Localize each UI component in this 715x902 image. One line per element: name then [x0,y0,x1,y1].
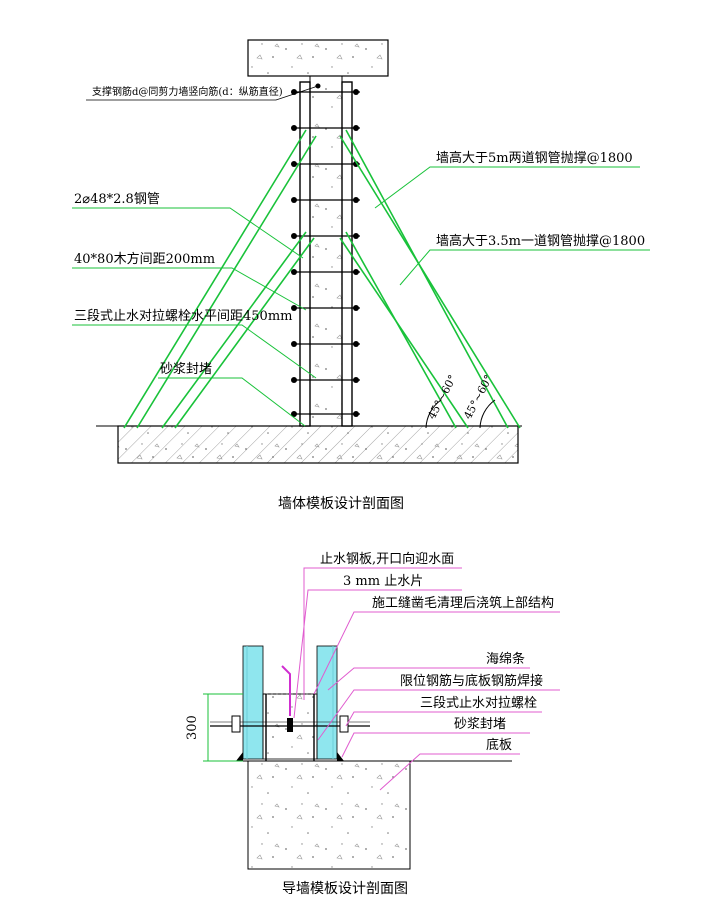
tie-nut-left [291,161,297,167]
base-slab [247,760,411,870]
label-pipe-35m: 墙高大于3.5m一道钢管抛撑@1800 [436,233,645,249]
figure2-caption: 导墙模板设计剖面图 [282,881,408,897]
left-pipe-long-b [136,135,317,429]
tie-nut-right [353,305,359,311]
guide-wall-formwork-section: 300 止水钢板,开口向迎水面 3 mm 止水片 施工缝凿毛清理后浇筑上部结构 … [185,551,560,897]
mortar-plug-left [236,752,243,761]
tie-nut-right [353,233,359,239]
label-leaders [72,166,650,427]
leader-rebar [86,85,319,101]
tie-nut-right [353,269,359,275]
top-slab [247,39,389,77]
leader-steel-pipe [72,207,304,259]
leader-pipe-5m [374,166,640,209]
leader-bolt [72,324,317,379]
left-formwork-panel [242,645,264,760]
tie-nut-right [353,377,359,383]
wall-formwork-section: 45°~60° 45°~60° 支撑钢筋d@同剪力墙竖向筋(d：纵筋直径) 墙高… [72,39,650,512]
tie-nut-left [291,377,297,383]
label-mortar: 砂浆封堵 [160,362,212,377]
tie-nut-right [353,411,359,417]
right-pipe-short-a [345,231,457,429]
bolt-nut-right [339,715,349,733]
right-pipe-long-b [339,135,521,429]
tie-nut-left [291,411,297,417]
tie-nut-right [353,341,359,347]
mortar-plug-right [337,752,344,761]
dimension-300 [203,693,243,762]
tie-nut-left [291,197,297,203]
right-pipe-short-b [339,237,469,429]
left-pipe-long-a [123,129,307,429]
label-limit-rebar: 限位钢筋与底板钢筋焊接 [400,673,543,689]
tie-nut-left [291,269,297,275]
left-pipe-short-a [161,231,307,429]
angle-label-1: 45°~60° [425,373,459,422]
tie-nut-left [291,125,297,131]
label-timber: 40*80木方间距200mm [74,251,215,267]
label-guide-mortar: 砂浆封堵 [454,717,506,732]
tie-nut-left [291,341,297,347]
leader-pipe-35m [399,249,650,286]
label-sponge: 海绵条 [486,651,525,667]
leader-rebar-dot [315,83,321,89]
leader-mortar [158,377,306,427]
label-waterstop-plate: 止水钢板,开口向迎水面 [320,551,454,567]
guide-label-leaders [293,567,560,791]
tie-nut-left [291,233,297,239]
label-bolt: 三段式止水对拉螺栓水平间距450mm [74,309,292,324]
label-waterstop-piece: 3 mm 止水片 [343,574,423,589]
support-pipes [123,129,521,429]
right-pipe-long-a [345,129,509,429]
angle-label-2: 45°~60° [461,373,495,422]
dimension-300-text: 300 [185,715,200,740]
angle-arc-1 [425,399,442,429]
waterstop-piece [287,718,293,732]
label-base-slab: 底板 [486,737,512,753]
waterstop-plate [281,665,291,716]
label-guide-bolt: 三段式止水对拉螺栓 [420,696,537,711]
right-formwork [341,81,353,427]
concrete-wall [309,75,343,427]
foundation-slab [117,425,519,464]
tie-nut-right [353,197,359,203]
tie-nut-right [353,125,359,131]
right-formwork-panel [316,645,338,760]
bolt-nut-left [231,715,241,733]
left-pipe-short-b [174,237,315,429]
leader-timber [72,267,307,311]
label-pipe-5m: 墙高大于5m两道钢管抛撑@1800 [436,150,633,166]
tie-nut-right [353,89,359,95]
tie-nut-left [291,305,297,311]
label-joint: 施工缝凿毛清理后浇筑上部结构 [372,595,554,611]
figure1-caption: 墙体模板设计剖面图 [278,496,404,512]
angle-arc-2 [479,399,496,429]
label-steel-pipe: 2⌀48*2.8钢管 [74,192,160,207]
label-rebar-note: 支撑钢筋d@同剪力墙竖向筋(d：纵筋直径) [92,85,283,98]
